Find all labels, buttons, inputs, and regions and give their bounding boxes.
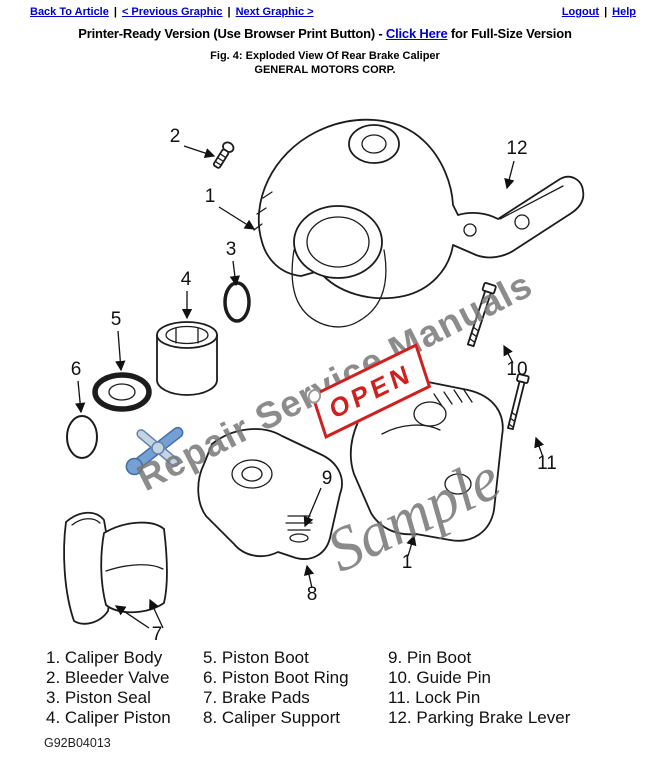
callout-leader-11 [534, 436, 545, 458]
legend-item: 6. Piston Boot Ring [203, 668, 349, 687]
part-caliper-body [253, 118, 585, 328]
company-name: GENERAL MOTORS CORP. [254, 64, 396, 76]
logout-link[interactable]: Logout [561, 6, 600, 18]
full-size-version-link[interactable]: Click Here [385, 26, 448, 41]
back-to-article-link[interactable]: Back To Article [30, 6, 109, 18]
callout-leader-1 [218, 206, 256, 230]
part-brake-pads [63, 511, 168, 625]
nav-left-group: Back To Article | < Previous Graphic | Next … [30, 6, 314, 18]
legend-column-1: 1. Caliper Body 2. Bleeder Valve 3. Pist… [46, 648, 171, 728]
legend-item: 8. Caliper Support [203, 708, 341, 727]
callout-number-5: 5 [111, 309, 122, 330]
callout-leader-12 [504, 160, 515, 190]
part-lock-pin [507, 373, 530, 431]
callout-number-7: 7 [152, 624, 163, 645]
nav-separator: | [227, 6, 231, 18]
legend-item: 2. Bleeder Valve [46, 668, 170, 687]
legend-item: 11. Lock Pin [388, 688, 481, 707]
callout-number-12: 12 [506, 138, 527, 159]
callout-leader-3 [229, 260, 241, 287]
tools-watermark-icon [125, 426, 184, 476]
legend-item: 9. Pin Boot [388, 648, 472, 667]
figure-caption: Fig. 4: Exploded View Of Rear Brake Cali… [210, 50, 440, 62]
nav-separator: | [604, 6, 608, 18]
callout-leader-5 [115, 330, 126, 372]
callout-leader-1 [406, 534, 417, 557]
legend-item: 5. Piston Boot [203, 648, 309, 667]
callout-number-10: 10 [506, 359, 527, 380]
callout-leader-10 [503, 344, 514, 364]
printer-ready-text: Printer-Ready Version (Use Browser Print… [78, 26, 386, 41]
callout-number-3: 3 [226, 239, 237, 260]
legend-item: 1. Caliper Body [46, 648, 163, 667]
part-caliper-piston [156, 321, 218, 396]
part-guide-pin [466, 282, 497, 348]
previous-graphic-link[interactable]: < Previous Graphic [121, 6, 223, 18]
part-piston-boot-ring [66, 415, 98, 459]
callout-number-1: 1 [205, 186, 216, 207]
callout-number-8: 8 [307, 584, 318, 605]
callout-leader-2 [183, 145, 216, 159]
legend-item: 10. Guide Pin [388, 668, 492, 687]
part-piston-seal [223, 281, 251, 323]
callout-number-11: 11 [537, 453, 557, 474]
callout-number-9: 9 [322, 468, 333, 489]
callout-leader-9 [303, 487, 322, 528]
printer-ready-line: Printer-Ready Version (Use Browser Print… [0, 26, 650, 41]
callout-leader-8 [303, 564, 315, 589]
callout-number-2: 2 [170, 126, 181, 147]
callout-leader-7 [114, 605, 150, 629]
legend-item: 4. Caliper Piston [46, 708, 171, 727]
part-caliper-assembly [349, 380, 504, 542]
full-size-suffix-text: for Full-Size Version [447, 26, 572, 41]
callout-number-4: 4 [181, 269, 192, 290]
callout-number-6: 6 [71, 359, 82, 380]
part-piston-boot [92, 372, 152, 412]
nav-right-group: Logout | Help [562, 6, 636, 18]
nav-separator: | [113, 6, 117, 18]
next-graphic-link[interactable]: Next Graphic > [235, 6, 314, 18]
part-caliper-support [197, 428, 343, 560]
legend-column-3: 9. Pin Boot 10. Guide Pin 11. Lock Pin 1… [388, 648, 570, 728]
callout-leader-6 [74, 380, 86, 414]
callout-leader-7 [149, 598, 164, 629]
legend-item: 7. Brake Pads [203, 688, 310, 707]
figure-code: G92B04013 [44, 736, 111, 750]
legend-item: 3. Piston Seal [46, 688, 151, 707]
help-link[interactable]: Help [612, 6, 636, 18]
legend-column-2: 5. Piston Boot 6. Piston Boot Ring 7. Br… [203, 648, 349, 728]
legend-item: 12. Parking Brake Lever [388, 708, 571, 727]
part-bleeder-valve [212, 141, 235, 169]
top-navigation: Back To Article | < Previous Graphic | Next … [0, 6, 650, 18]
callout-number-1: 1 [402, 552, 413, 573]
